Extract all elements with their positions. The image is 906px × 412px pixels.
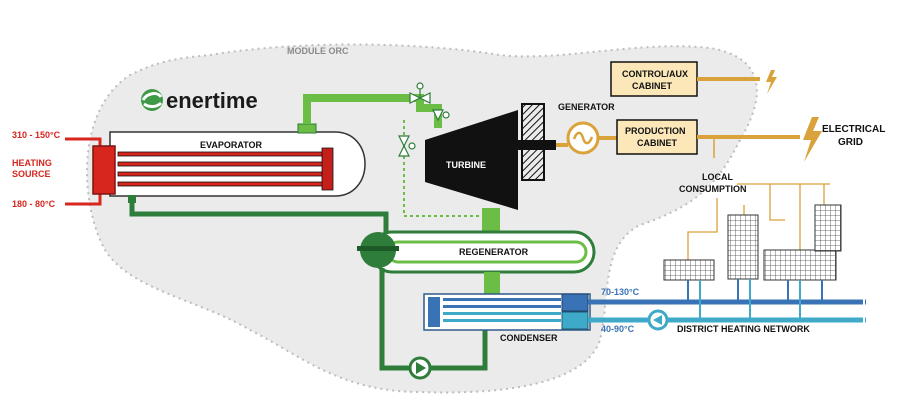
- control-cabinet-label-2: CABINET: [632, 81, 673, 91]
- building-connections: [687, 279, 823, 320]
- control-cabinet-label-1: CONTROL/AUX: [622, 69, 688, 79]
- hot-water-temp: 70-130°C: [601, 287, 640, 297]
- district-network-label: DISTRICT HEATING NETWORK: [677, 324, 810, 334]
- turbine-label: TURBINE: [446, 160, 486, 170]
- generator-label: GENERATOR: [558, 102, 615, 112]
- liquid-loop: [129, 203, 488, 371]
- outlet-temp: 180 - 80°C: [12, 199, 56, 209]
- local-wiring: [687, 183, 830, 260]
- brand-name: enertime: [166, 88, 258, 113]
- shaft: [512, 140, 556, 150]
- turbine-exhaust: [482, 208, 500, 236]
- production-cabinet: PRODUCTION CABINET: [616, 119, 698, 155]
- local-label-2: CONSUMPTION: [679, 184, 747, 194]
- valve-icon-3: [398, 135, 416, 157]
- enertime-logo: enertime: [141, 88, 258, 113]
- heat-source-label-2: SOURCE: [12, 169, 51, 179]
- building-4: [814, 204, 842, 252]
- turbine: TURBINE: [425, 110, 518, 210]
- building-2: [727, 214, 759, 280]
- pump-icon: [408, 356, 432, 380]
- local-label-1: LOCAL: [702, 172, 733, 182]
- inlet-temp: 310 - 150°C: [12, 130, 61, 140]
- evaporator: EVAPORATOR: [92, 123, 366, 203]
- building-3: [763, 249, 837, 281]
- return-water-temp: 40-90°C: [601, 324, 635, 334]
- condenser: CONDENSER: [423, 293, 591, 343]
- ac-icon: [572, 131, 594, 145]
- grid-label-2: GRID: [838, 137, 863, 148]
- valve-icon-2: [432, 109, 450, 122]
- generator: GENERATOR: [558, 102, 615, 155]
- production-cabinet-label-2: CABINET: [637, 138, 678, 148]
- regen-to-condenser: [484, 272, 500, 294]
- condenser-label: CONDENSER: [500, 333, 558, 343]
- control-cabinet: CONTROL/AUX CABINET: [610, 61, 698, 97]
- bolt-icon-small: [766, 70, 777, 94]
- heat-outlet-line: [65, 192, 102, 206]
- evaporator-label: EVAPORATOR: [200, 140, 263, 150]
- bolt-icon-large: [803, 117, 822, 162]
- heat-source-label-1: HEATING: [12, 158, 52, 168]
- production-cabinet-label-1: PRODUCTION: [625, 126, 686, 136]
- district-pump-icon: [647, 309, 669, 331]
- regenerator: REGENERATOR: [357, 230, 596, 274]
- regenerator-label: REGENERATOR: [459, 247, 529, 257]
- valve-icon: [409, 82, 431, 104]
- module-label: MODULE ORC: [287, 46, 349, 56]
- building-1: [663, 259, 715, 281]
- heat-inlet-line: [65, 137, 102, 148]
- grid-label-1: ELECTRICAL: [822, 124, 885, 135]
